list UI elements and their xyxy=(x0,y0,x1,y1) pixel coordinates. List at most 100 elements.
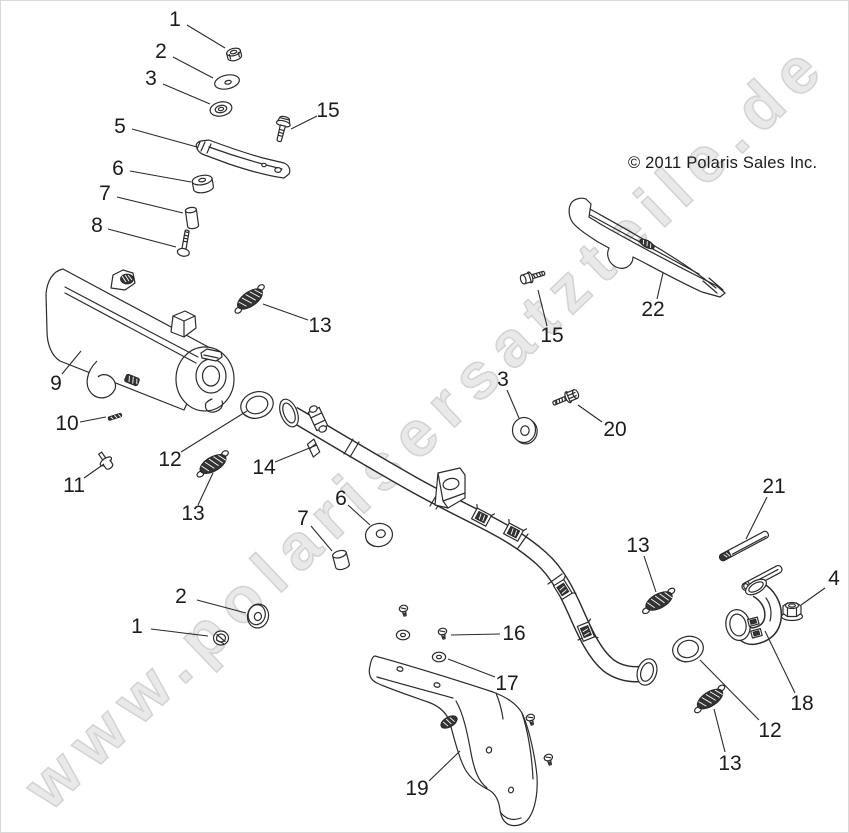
part-label-12: 12 xyxy=(758,719,781,742)
part-label-6: 6 xyxy=(335,487,347,510)
part-label-9: 9 xyxy=(50,372,62,395)
part-label-8: 8 xyxy=(91,214,103,237)
leader-line-13 xyxy=(262,303,309,321)
rubber-bushing-part-6-mid xyxy=(364,522,394,548)
heat-shield-part-22 xyxy=(568,197,726,298)
leader-line-18 xyxy=(764,630,796,694)
washer-part-3-right xyxy=(511,416,538,445)
leader-line-22 xyxy=(656,272,664,300)
leader-line-13 xyxy=(713,708,726,753)
leader-line-12 xyxy=(180,410,248,453)
part-label-3: 3 xyxy=(497,368,509,391)
flange-bolt-part-15-right xyxy=(519,270,546,285)
part-label-16: 16 xyxy=(502,622,525,645)
mount-bracket-part-5 xyxy=(195,139,291,179)
pipe-clip xyxy=(552,575,577,601)
part-label-22: 22 xyxy=(641,298,664,321)
leader-line-7 xyxy=(116,196,184,214)
spring-clamp-part-13 xyxy=(191,447,234,481)
leader-line-20 xyxy=(577,404,603,423)
gasket-ring-part-12-left xyxy=(240,391,274,420)
muffler-part-9 xyxy=(45,268,235,413)
pipe-clip xyxy=(502,518,528,542)
leader-line-13 xyxy=(643,555,657,593)
part-label-13: 13 xyxy=(626,534,649,557)
part-label-1: 1 xyxy=(169,8,181,31)
leader-line-1 xyxy=(186,24,226,49)
washer-part-3 xyxy=(209,101,233,117)
carriage-bolt-part-8 xyxy=(176,229,190,257)
part-label-15: 15 xyxy=(540,324,563,347)
part-label-20: 20 xyxy=(603,418,626,441)
part-label-13: 13 xyxy=(181,502,204,525)
part-label-5: 5 xyxy=(114,115,126,138)
spring-clamp-part-13 xyxy=(637,585,680,618)
part-label-12: 12 xyxy=(158,448,181,471)
leader-line-12 xyxy=(699,659,760,721)
leader-line-3 xyxy=(162,83,211,105)
gasket-ring-part-12-right xyxy=(672,635,704,663)
pipe-mount-bracket xyxy=(434,467,466,509)
part-label-6: 6 xyxy=(112,157,124,180)
locknut-part-1-bottom xyxy=(212,630,230,646)
callout-layer: 1231556781391012111314673201522211341812… xyxy=(50,8,840,800)
shield-screw-part-16 xyxy=(437,626,449,641)
shield-tab xyxy=(440,715,458,729)
heat-shield-part-19 xyxy=(368,655,538,827)
part-label-7: 7 xyxy=(297,507,309,530)
pipe-inlet-clamp xyxy=(307,405,329,433)
flange-bolt-part-15-top xyxy=(275,115,291,143)
shield-screw-part-16 xyxy=(542,752,555,767)
leader-line-2 xyxy=(196,599,247,614)
part-label-2: 2 xyxy=(175,585,187,608)
part-label-17: 17 xyxy=(495,672,518,695)
part-label-11: 11 xyxy=(63,474,85,497)
leader-line-2 xyxy=(172,56,214,79)
leader-line-15 xyxy=(537,289,548,327)
leader-line-19 xyxy=(428,750,461,782)
rubber-bushing-part-6-top xyxy=(191,174,214,194)
part-label-10: 10 xyxy=(55,412,78,435)
part-label-19: 19 xyxy=(405,777,428,800)
rivet-part-11 xyxy=(98,451,114,470)
bolt-part-20 xyxy=(552,389,580,406)
leader-line-13 xyxy=(197,472,214,506)
stay-strip-part-21 xyxy=(718,530,770,562)
muffler-drain-boss xyxy=(124,373,140,387)
head-pipe-part-14 xyxy=(279,398,658,686)
pipe-clip xyxy=(470,503,496,527)
washer-part-2-bottom xyxy=(246,603,270,629)
leader-line-21 xyxy=(745,496,768,540)
spacer-part-7-mid xyxy=(332,549,350,571)
spacer-part-7-top xyxy=(184,206,200,230)
leader-line-17 xyxy=(447,658,496,678)
pipe-inlet-flange xyxy=(279,398,299,428)
pin-part-10 xyxy=(107,412,123,421)
part-label-1: 1 xyxy=(131,615,143,638)
muffler-hanger-hook xyxy=(86,360,117,399)
leader-line-6 xyxy=(347,504,371,526)
leader-line-10 xyxy=(79,416,107,423)
leader-line-5 xyxy=(131,128,198,148)
part-label-13: 13 xyxy=(308,314,331,337)
elbow-clips xyxy=(746,616,763,639)
spring-clamp-part-13 xyxy=(689,681,731,717)
flange-nut-part-4 xyxy=(780,601,804,622)
leader-line-6 xyxy=(129,170,192,183)
shield-washer-part-17 xyxy=(431,651,447,663)
leader-line-9 xyxy=(61,350,82,375)
part-label-18: 18 xyxy=(790,692,813,715)
leader-line-8 xyxy=(107,228,177,248)
leader-line-16 xyxy=(450,633,501,636)
part-label-13: 13 xyxy=(718,752,741,775)
part-label-7: 7 xyxy=(99,182,111,205)
leader-line-1 xyxy=(150,628,209,637)
leader-line-14 xyxy=(274,444,318,463)
locknut-part-1 xyxy=(226,47,243,62)
part-label-2: 2 xyxy=(155,40,167,63)
leader-line-7 xyxy=(310,525,333,552)
elbow-pipe-part-18 xyxy=(725,564,783,646)
leader-line-11 xyxy=(83,463,105,479)
